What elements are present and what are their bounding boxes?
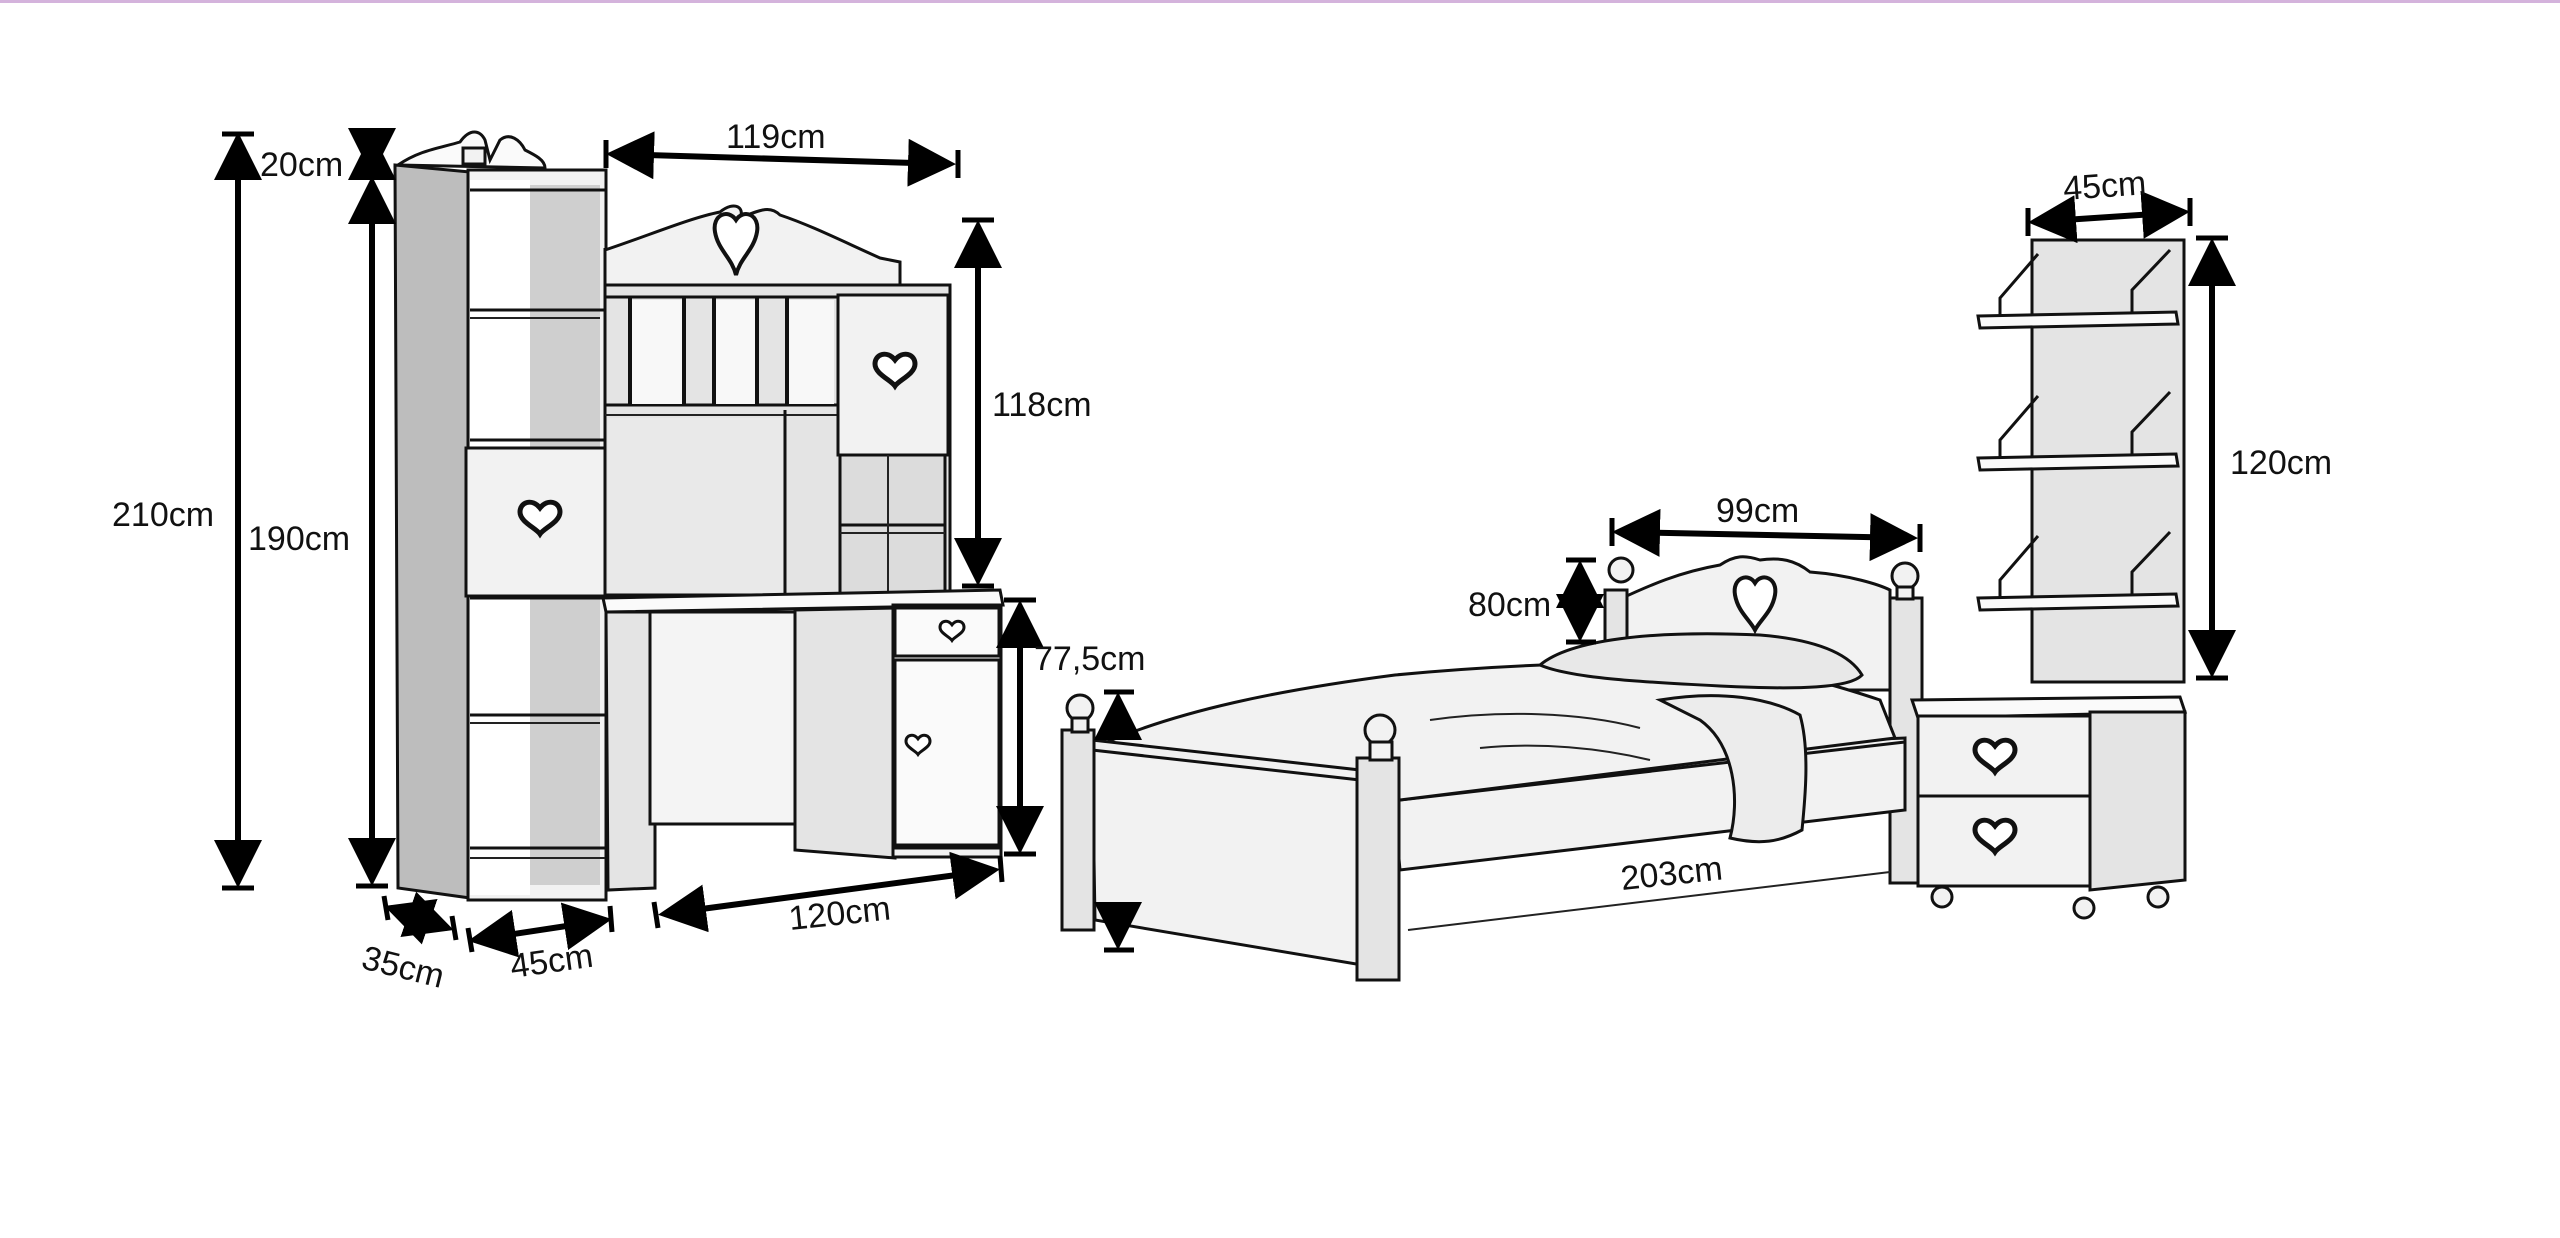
label-desk-height: 77,5cm [1034,640,1146,678]
label-wall-shelf-width: 45cm [2062,164,2148,208]
bookcase-crown-block [461,146,487,166]
nightstand-side [2088,710,2187,892]
bed-pillow [1537,632,1864,690]
footboard [1090,738,1364,967]
wall-shelf [1976,238,2186,684]
label-bookcase-width: 45cm [508,937,596,986]
label-bookcase-total-height: 210cm [112,496,214,534]
footboard-post [1355,756,1401,982]
bookcase [393,130,608,902]
footboard-post [1060,728,1096,932]
top-accent-line [0,0,2560,3]
dim-line-hutch-width [606,131,956,187]
bed [1060,555,1924,982]
heart-icon [1732,575,1778,635]
desk-modesty-panel [648,610,797,826]
label-hutch-height: 118cm [992,386,1092,424]
desk-pedestal-side [793,606,897,860]
dimension-labels: 210cm 190cm 20cm 35cm 45cm 119cm 118cm 7… [112,118,2332,996]
bed-sheet-fold [1655,694,1808,844]
dimension-lines [214,128,2236,958]
dim-line-desk-width [658,851,1000,933]
label-bookcase-depth: 35cm [358,939,448,996]
nightstand [1909,695,2188,920]
dim-line-headboard-width [1612,508,1918,562]
label-wall-shelf-height: 120cm [2230,444,2332,482]
wall-shelf-board [1976,248,2180,330]
wall-shelf-board [1976,530,2180,612]
dim-line-wall-shelf-width [2028,190,2190,244]
bedpost-finial [1607,556,1635,584]
dim-line-bed-length [1407,871,1891,931]
label-headboard-width: 99cm [1716,492,1799,530]
bedpost-finial [1890,561,1920,591]
bookcase-side-panel [393,163,472,900]
caster-wheel [1930,885,1954,909]
heart-icon [712,212,760,276]
desk-left-leg [604,610,657,892]
wall-shelf-board [1976,390,2180,472]
dim-line-bookcase-depth [384,891,454,945]
caster-wheel [2072,896,2096,920]
label-bed-length: 203cm [1619,849,1724,897]
label-bookcase-top-height: 20cm [260,146,343,184]
desk-cabinet-door [893,658,1001,847]
dim-line-bookcase-width [468,902,612,958]
desk-with-hutch [601,204,1005,892]
label-bookcase-body-height: 190cm [248,520,350,558]
label-headboard-height: 80cm [1468,586,1551,624]
label-hutch-width: 119cm [726,118,826,156]
caster-wheel [2146,885,2170,909]
